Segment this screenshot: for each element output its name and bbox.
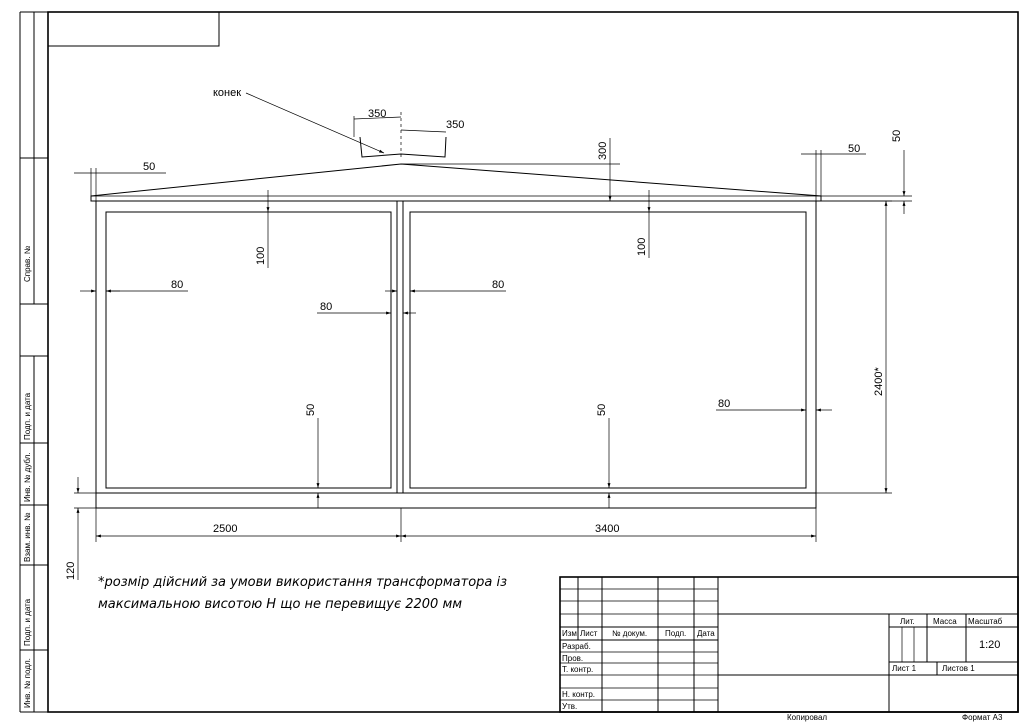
tb-header-data: Дата [697,629,715,638]
tb-row-prov: Пров. [562,654,583,663]
tb-sheets: Листов 1 [942,664,975,673]
dim-bottom-rail-right-50: 50 [596,404,608,416]
ridge-cap [359,136,447,158]
tb-row-utv: Утв. [562,702,577,711]
tb-kopiroval: Копировал [787,713,827,722]
tb-row-tkontr: Т. контр. [562,665,593,674]
dim-width-left-2500: 2500 [213,523,237,535]
dim-overhang-right-50: 50 [848,143,860,155]
dim-bottom-rail-left-50: 50 [305,404,317,416]
outer-frame [47,11,1019,713]
dimensions: конек 350 350 300 50 50 50 100 [65,87,912,580]
gate-structure [90,136,822,509]
dim-width-right-3400: 3400 [595,523,619,535]
tb-row-nkontr: Н. контр. [562,690,595,699]
title-block: Изм. Лист № докум. Подп. Дата Разраб. Пр… [559,576,1019,713]
top-left-stamp-box [48,12,220,47]
side-label-inv-dubl: Инв. № дубл. [23,452,32,502]
tb-masshtab: Масштаб [968,617,1003,626]
tb-row-razrab: Разраб. [562,642,591,651]
tb-format: Формат А3 [962,713,1003,722]
dim-top-rail-left-100: 100 [255,247,267,265]
tb-massa: Масса [933,617,957,626]
right-panel [409,211,807,489]
ridge-label: конек [213,87,241,99]
dim-top-rail-right-100: 100 [636,238,648,256]
dim-base-120: 120 [65,562,77,580]
tb-header-izm: Изм. [562,629,579,638]
dim-mid-post-80: 80 [320,301,332,313]
note-line-2: максимальною висотою Н що не перевищує 2… [98,597,462,612]
dim-mid-right-80: 80 [492,279,504,291]
tb-header-podp: Подп. [665,629,686,638]
dim-ridge-right-350: 350 [446,119,464,131]
dim-overhang-left-50: 50 [143,161,155,173]
side-label-podp2: Подп. и дата [23,598,32,646]
dim-roof-thk-50: 50 [891,130,903,142]
tb-lit: Лит. [900,617,915,626]
side-label-inv-podl: Инв. № подл. [23,658,32,708]
left-side-strip: Справ. № Подп. и дата Инв. № дубл. Взам.… [20,12,48,712]
dim-ridge-left-350: 350 [368,108,386,120]
side-label-vzam: Взам. инв. № [23,512,32,562]
tb-sheet: Лист 1 [892,664,917,673]
tb-scale-value: 1:20 [979,639,1000,651]
base-plinth [95,492,817,509]
side-label-podp1: Подп. и дата [23,392,32,440]
roof-slab [90,163,822,202]
dim-ridge-rise-300: 300 [597,142,609,160]
dim-height-2400: 2400* [873,367,885,396]
left-panel [105,211,392,489]
note-line-1: *розмір дійсний за умови використання тр… [98,575,507,590]
dim-left-post-80: 80 [171,279,183,291]
tb-header-list: Лист [580,629,598,638]
side-label-sprav: Справ. № [23,245,32,282]
tb-header-doc: № докум. [612,629,647,638]
frame-outer [95,200,817,494]
dim-right-post-80: 80 [718,398,730,410]
